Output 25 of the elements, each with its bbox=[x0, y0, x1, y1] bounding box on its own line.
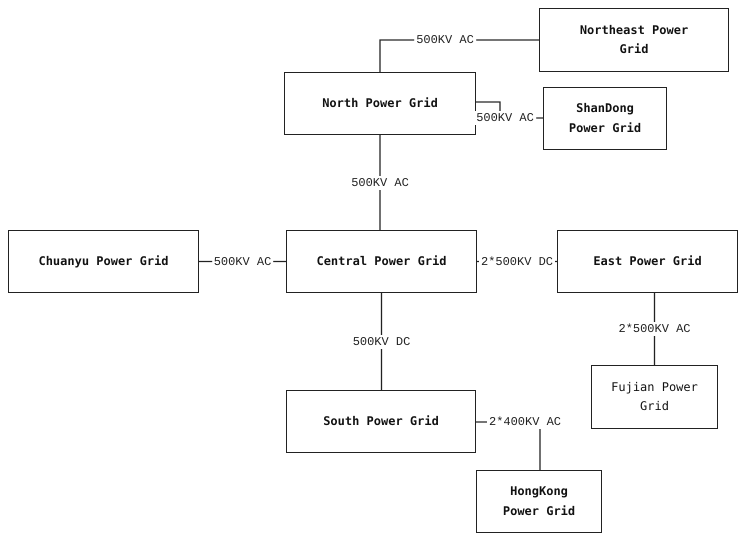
grid-name: ShanDong Power Grid bbox=[568, 100, 642, 136]
grid-name: East Power Grid bbox=[593, 252, 702, 270]
grid-box bbox=[543, 87, 667, 150]
edge-label: 2*500KV AC bbox=[616, 322, 692, 336]
edge-label: 2*500KV DC bbox=[479, 254, 555, 268]
edge-label: 500KV AC bbox=[474, 111, 536, 125]
grid-name: Chuanyu Power Grid bbox=[38, 252, 169, 270]
grid-box bbox=[557, 230, 738, 293]
grid-box bbox=[286, 390, 476, 453]
grid-box bbox=[8, 230, 199, 293]
grid-box bbox=[539, 8, 729, 72]
grid-name: Northeast Power Grid bbox=[579, 22, 689, 58]
grid-box bbox=[286, 230, 477, 293]
grid-name: North Power Grid bbox=[322, 94, 438, 112]
grid-box bbox=[476, 470, 602, 533]
edge-label: 500KV AC bbox=[212, 254, 274, 268]
grid-box bbox=[284, 72, 476, 135]
grid-box bbox=[591, 365, 718, 429]
grid-name: HongKong Power Grid bbox=[502, 483, 576, 520]
edge-label: 500KV DC bbox=[350, 334, 412, 348]
grid-name: South Power Grid bbox=[323, 412, 439, 430]
edge-label: 2*400KV AC bbox=[487, 415, 563, 429]
grid-name: Fujian Power Grid bbox=[610, 378, 699, 415]
grid-name: Central Power Grid bbox=[316, 252, 447, 270]
edge-label: 500KV AC bbox=[349, 176, 411, 190]
